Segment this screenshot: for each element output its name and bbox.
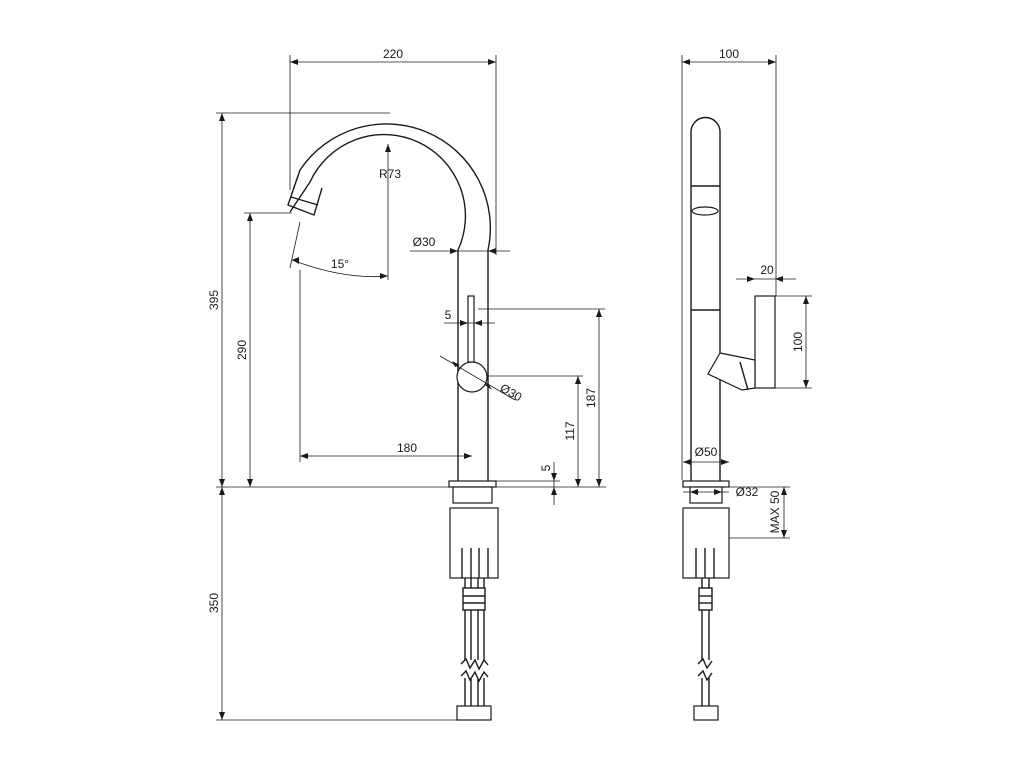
front-base-ring xyxy=(452,486,493,504)
side-supply-pipe xyxy=(697,578,713,708)
front-mount-nut xyxy=(449,507,499,579)
dim-total-height: 395 xyxy=(207,290,221,310)
front-dimensions: 220 R73 Ø30 15° 395 290 180 xyxy=(207,47,606,721)
front-spout-outline xyxy=(289,123,492,487)
front-lever-hub xyxy=(456,361,488,393)
dim-body-diameter: Ø30 xyxy=(413,235,436,249)
front-supply-pipes xyxy=(460,578,489,708)
side-base-ring xyxy=(689,486,723,504)
dim-side-handle-height: 100 xyxy=(791,332,805,352)
dim-pipe-length: 350 xyxy=(207,593,221,613)
side-aerator xyxy=(691,206,719,216)
side-mount-slots xyxy=(695,548,715,578)
side-handle xyxy=(754,295,776,389)
side-view xyxy=(682,116,776,721)
side-handle-arm xyxy=(707,352,756,391)
front-view xyxy=(287,123,499,721)
side-pipe-fitting xyxy=(693,705,719,721)
dim-width-side: 100 xyxy=(719,47,739,61)
front-lever-stem xyxy=(467,295,475,363)
dim-angle: 15° xyxy=(331,257,349,271)
side-dimensions: 100 20 100 Ø50 Ø32 MAX 50 xyxy=(681,47,812,539)
front-pipe-fitting xyxy=(456,705,492,721)
side-mount-nut xyxy=(682,507,730,579)
dim-base-diameter: Ø50 xyxy=(695,445,718,459)
dim-reach: 180 xyxy=(397,441,417,455)
front-mount-slots xyxy=(461,548,489,578)
dim-max-thickness: MAX 50 xyxy=(768,490,782,533)
dim-lever-offset: 5 xyxy=(445,308,452,322)
dim-handle-height: 187 xyxy=(584,388,598,408)
side-body-outline xyxy=(690,116,721,487)
front-aerator xyxy=(287,169,323,216)
dim-shank-diameter: Ø32 xyxy=(736,485,759,499)
dim-radius: R73 xyxy=(379,167,401,181)
front-aerator-line xyxy=(290,196,319,206)
dim-lever-diameter: Ø30 xyxy=(498,381,525,405)
front-base-plate xyxy=(448,480,497,488)
dim-spout-height: 290 xyxy=(235,340,249,360)
dim-pivot-height: 117 xyxy=(563,421,577,440)
dim-handle-depth: 20 xyxy=(760,263,774,277)
side-base-plate xyxy=(682,480,730,488)
dim-base-plate: 5 xyxy=(539,464,553,471)
dim-width-front: 220 xyxy=(383,47,403,61)
